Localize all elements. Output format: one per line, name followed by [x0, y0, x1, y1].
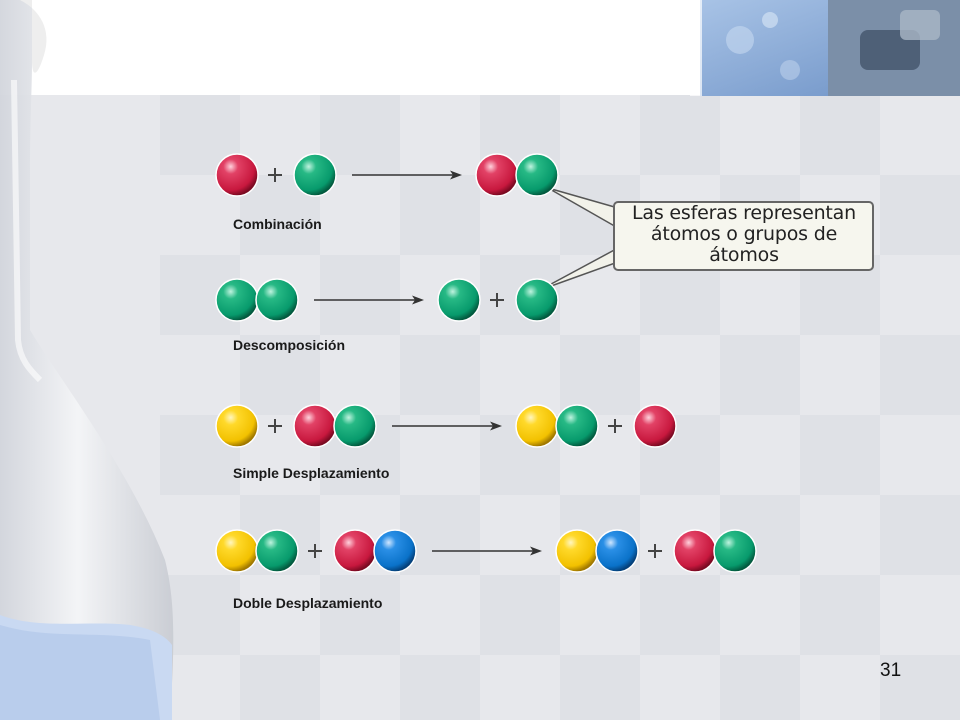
yellow-sphere [215, 529, 259, 573]
red-sphere [215, 153, 259, 197]
reaction-arrow [392, 421, 502, 431]
red-sphere [333, 529, 377, 573]
reaction-label-double-displacement: Doble Desplazamiento [233, 595, 383, 611]
header-photo [690, 0, 960, 96]
callout-line: Las esferas representan [632, 202, 856, 224]
green-sphere [255, 278, 299, 322]
green-sphere [713, 529, 757, 573]
red-sphere [673, 529, 717, 573]
green-sphere [293, 153, 337, 197]
reaction-arrow [314, 295, 424, 305]
callout-text: Las esferas representan átomos o grupos … [616, 203, 872, 266]
plus-sign [490, 293, 504, 307]
blue-sphere [373, 529, 417, 573]
blue-sphere [595, 529, 639, 573]
plus-sign [308, 544, 322, 558]
reaction-label-single-displacement: Simple Desplazamiento [233, 465, 390, 481]
green-sphere [437, 278, 481, 322]
callout-box [539, 187, 874, 291]
green-sphere [515, 153, 559, 197]
reaction-label-combination: Combinación [233, 216, 322, 232]
red-sphere [293, 404, 337, 448]
plus-sign [268, 168, 282, 182]
flask-illustration [0, 0, 174, 720]
green-sphere [515, 278, 559, 322]
yellow-sphere [555, 529, 599, 573]
reaction-diagrams [215, 153, 757, 573]
yellow-sphere [215, 404, 259, 448]
reaction-label-decomposition: Descomposición [233, 337, 346, 353]
plus-sign [268, 419, 282, 433]
page-number: 31 [880, 660, 902, 681]
green-sphere [333, 404, 377, 448]
plus-sign [608, 419, 622, 433]
green-sphere [215, 278, 259, 322]
red-sphere [475, 153, 519, 197]
reaction-arrow [432, 546, 542, 556]
plus-sign [648, 544, 662, 558]
green-sphere [255, 529, 299, 573]
green-sphere [555, 404, 599, 448]
red-sphere [633, 404, 677, 448]
reaction-arrow [352, 170, 462, 180]
callout-line: átomos o grupos de [650, 223, 838, 245]
yellow-sphere [515, 404, 559, 448]
callout-line: átomos [709, 244, 779, 266]
